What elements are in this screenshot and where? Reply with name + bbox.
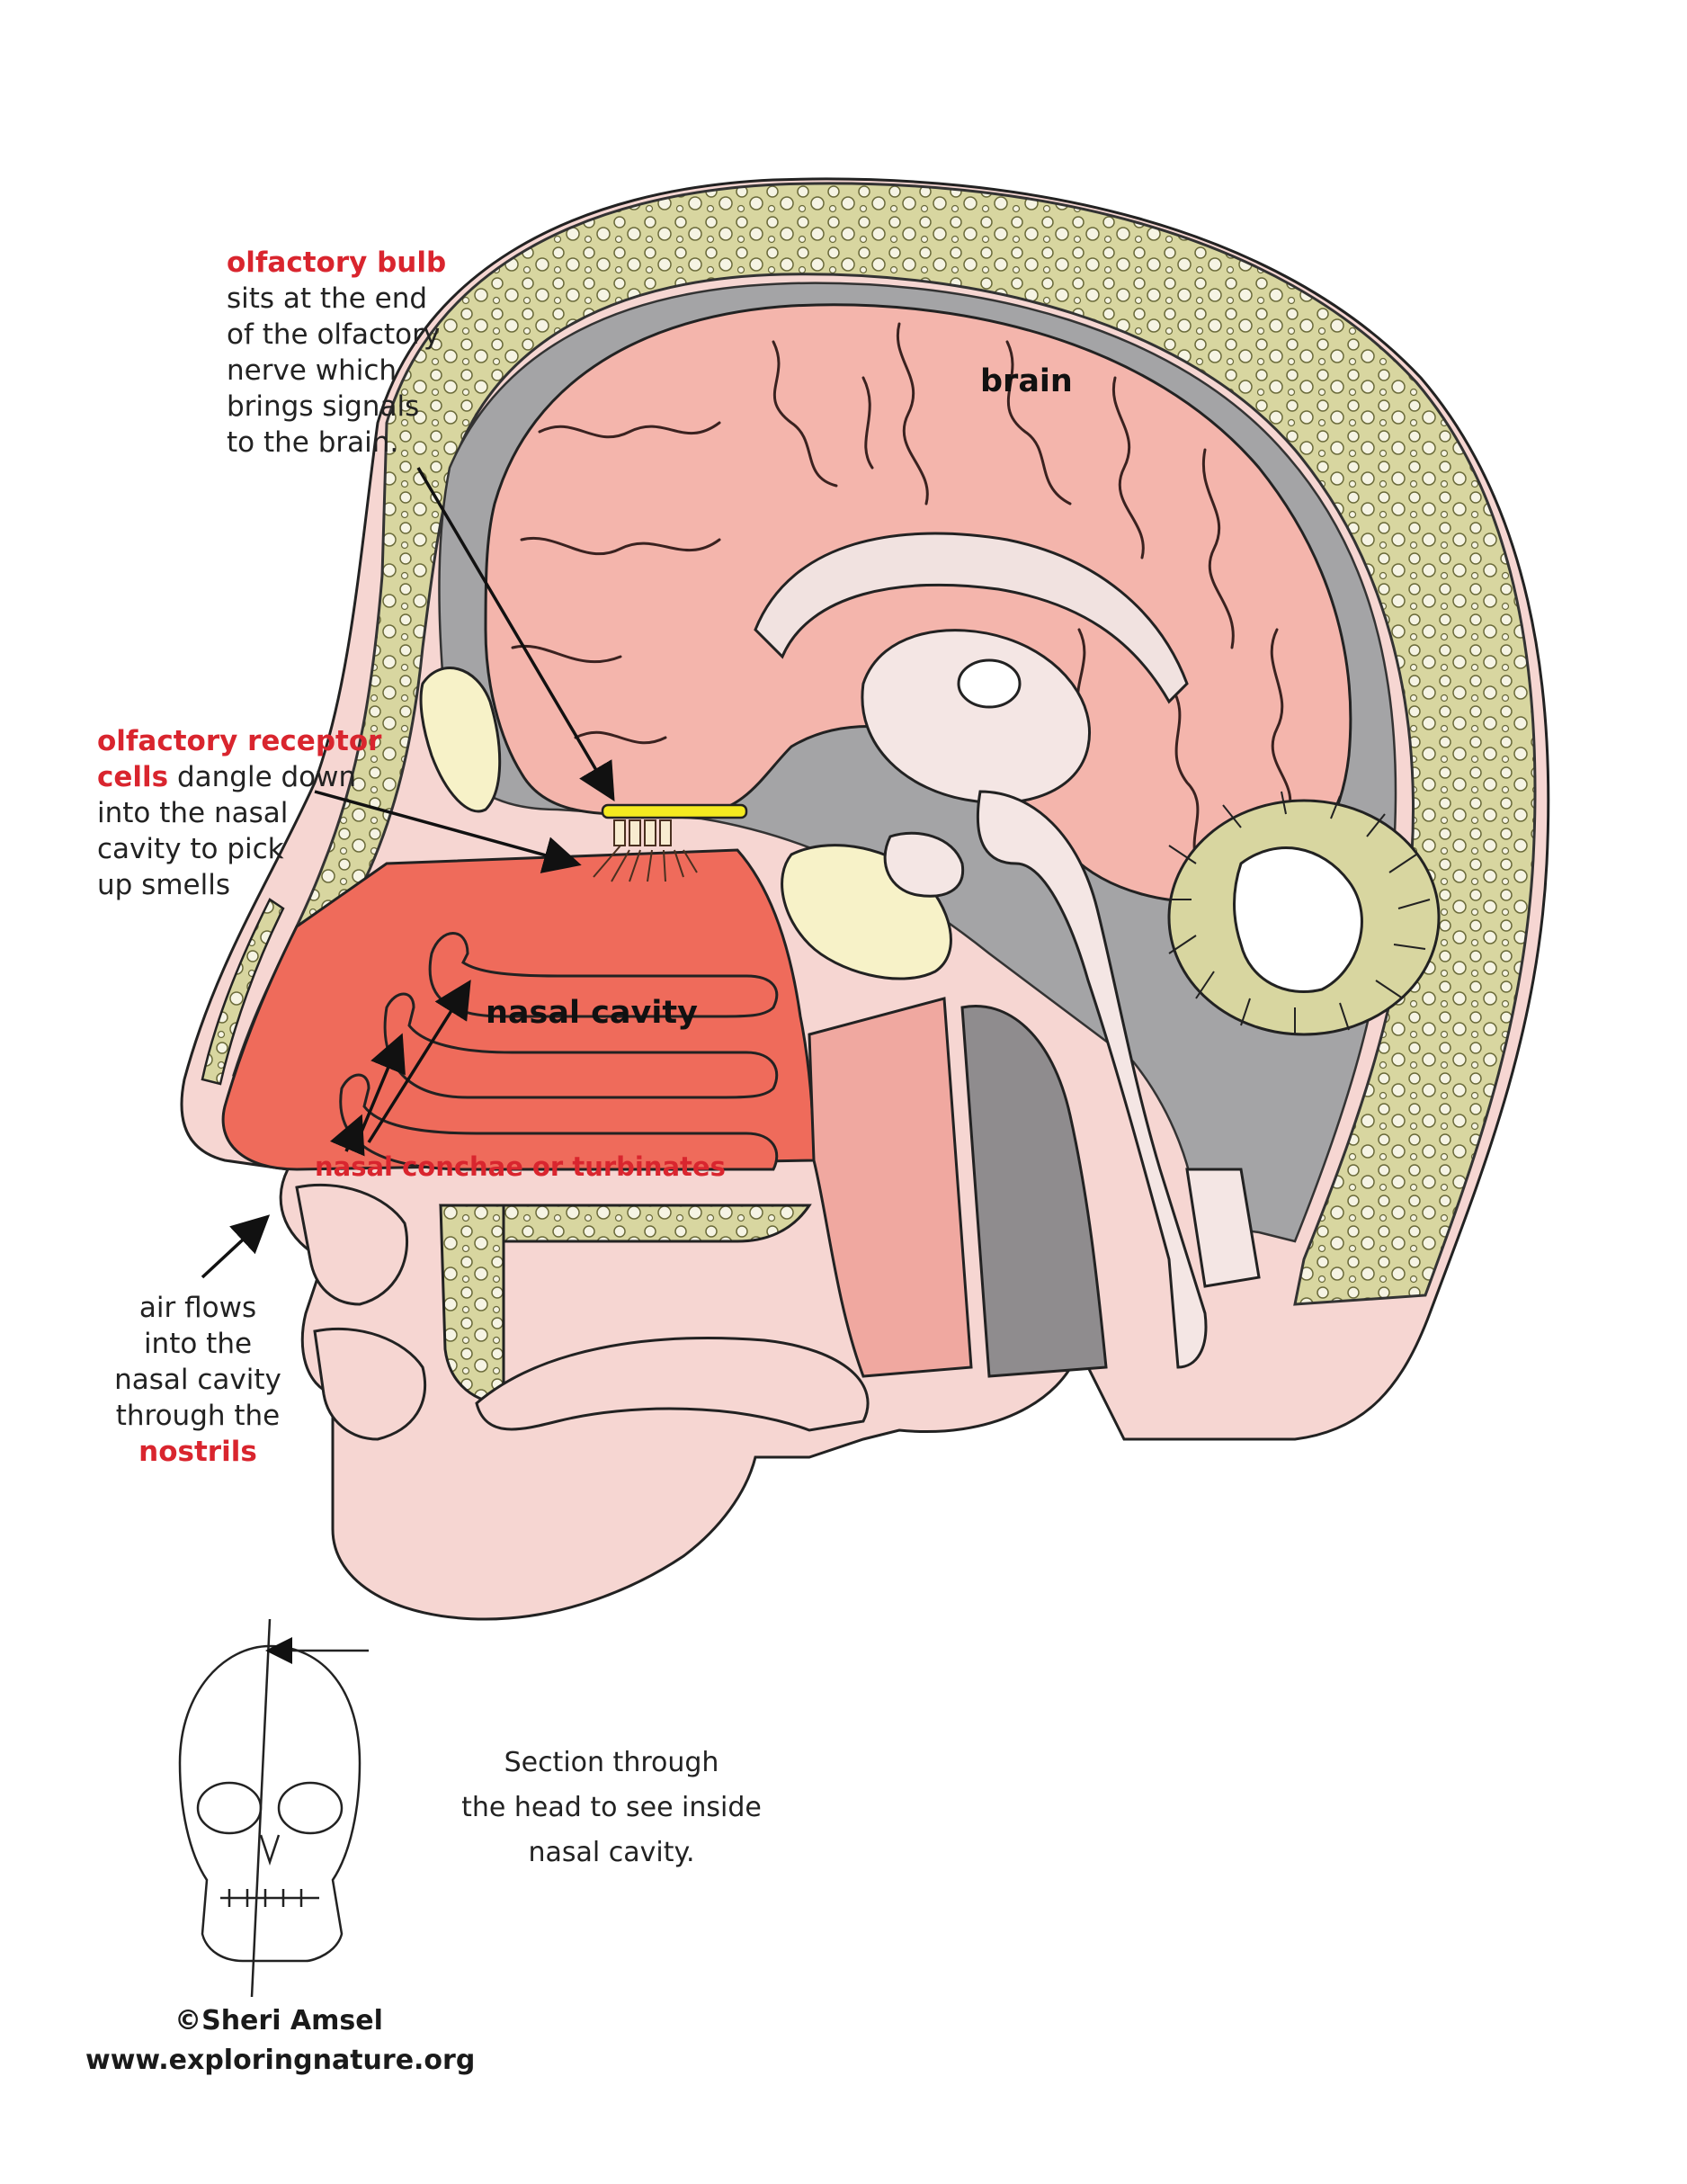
air-flow-label: air flows into the nasal cavity through … <box>94 1290 301 1470</box>
frontal-sinus <box>419 667 502 813</box>
credit-author: ©Sheri Amsel <box>174 2005 383 2036</box>
nasal-cavity-shade <box>808 997 973 1378</box>
upper-lip <box>295 1183 409 1306</box>
olfactory-receptor-line-2: into the nasal <box>97 797 289 829</box>
lower-lip <box>313 1327 427 1441</box>
thalamus <box>861 629 1091 804</box>
olfactory-bulb-line-3: nerve which <box>227 354 397 387</box>
air-flow-line-2: into the <box>143 1328 253 1360</box>
olfactory-bulb-line-2: of the olfactory <box>227 318 441 351</box>
pituitary <box>883 831 965 898</box>
air-flow-line-1: air flows <box>138 1292 257 1324</box>
section-caption: Section through the head to see inside n… <box>441 1741 782 1875</box>
air-flow-arrow <box>201 1214 271 1279</box>
olfactory-receptor-line-1-rest: dangle down <box>176 761 357 793</box>
olfactory-receptor-arrow <box>314 790 582 873</box>
olfactory-receptor-line-3: cavity to pick <box>97 833 284 865</box>
nasal-cartilage <box>201 898 285 1086</box>
olfactory-bulb-label: olfactory bulb sits at the end of the ol… <box>227 245 446 461</box>
nasal-cavity-label: nasal cavity <box>486 995 698 1031</box>
tongue <box>475 1337 870 1432</box>
olfactory-receptor-title: olfactory receptor <box>97 725 382 757</box>
olfactory-receptor-line-1: cells dangle down <box>97 759 381 795</box>
olfactory-receptor-label: olfactory receptor cells dangle down int… <box>97 723 381 903</box>
brain-gyri <box>511 322 1292 874</box>
section-caption-line-3: nasal cavity. <box>528 1837 695 1868</box>
olfactory-bulb-line-1: sits at the end <box>227 282 428 315</box>
nasal-turbinates <box>339 932 779 1171</box>
olfactory-receptor-cells <box>593 819 698 882</box>
credit-website: www.exploringnature.org <box>85 2045 476 2076</box>
olfactory-bulb-line-5: to the brain. <box>227 426 399 459</box>
corpus-callosum <box>754 532 1189 704</box>
air-flow-line-3: nasal cavity <box>114 1364 281 1396</box>
olfactory-bulb-line-4: brings signals <box>227 390 420 423</box>
credits: ©Sheri Amsel www.exploringnature.org <box>85 2001 476 2081</box>
brain-cerebrum <box>484 303 1352 903</box>
nasal-cavity-arrow-1 <box>367 980 471 1143</box>
olfactory-receptor-title-2: cells <box>97 761 169 793</box>
nasal-cavity-arrow-3 <box>329 1114 365 1157</box>
olfactory-receptor-line-4: up smells <box>97 869 230 901</box>
pharynx <box>960 1005 1108 1378</box>
olfactory-bulb-title: olfactory bulb <box>227 246 447 279</box>
olfactory-bulb-arrow <box>416 467 615 802</box>
brain-label: brain <box>980 363 1073 399</box>
brainstem <box>976 790 1208 1369</box>
section-caption-line-1: Section through <box>504 1747 719 1778</box>
skull-inset-icon <box>178 1618 369 1998</box>
nasal-conchae-label: nasal conchae or turbinates <box>315 1151 726 1182</box>
air-flow-line-4: through the <box>115 1400 281 1432</box>
air-flow-nostrils: nostrils <box>138 1436 257 1468</box>
section-caption-line-2: the head to see inside <box>461 1792 762 1823</box>
thalamus-center <box>957 658 1022 709</box>
olfactory-bulb <box>601 803 748 819</box>
spinal-column <box>1185 1168 1261 1288</box>
cerebellum <box>1165 791 1441 1036</box>
